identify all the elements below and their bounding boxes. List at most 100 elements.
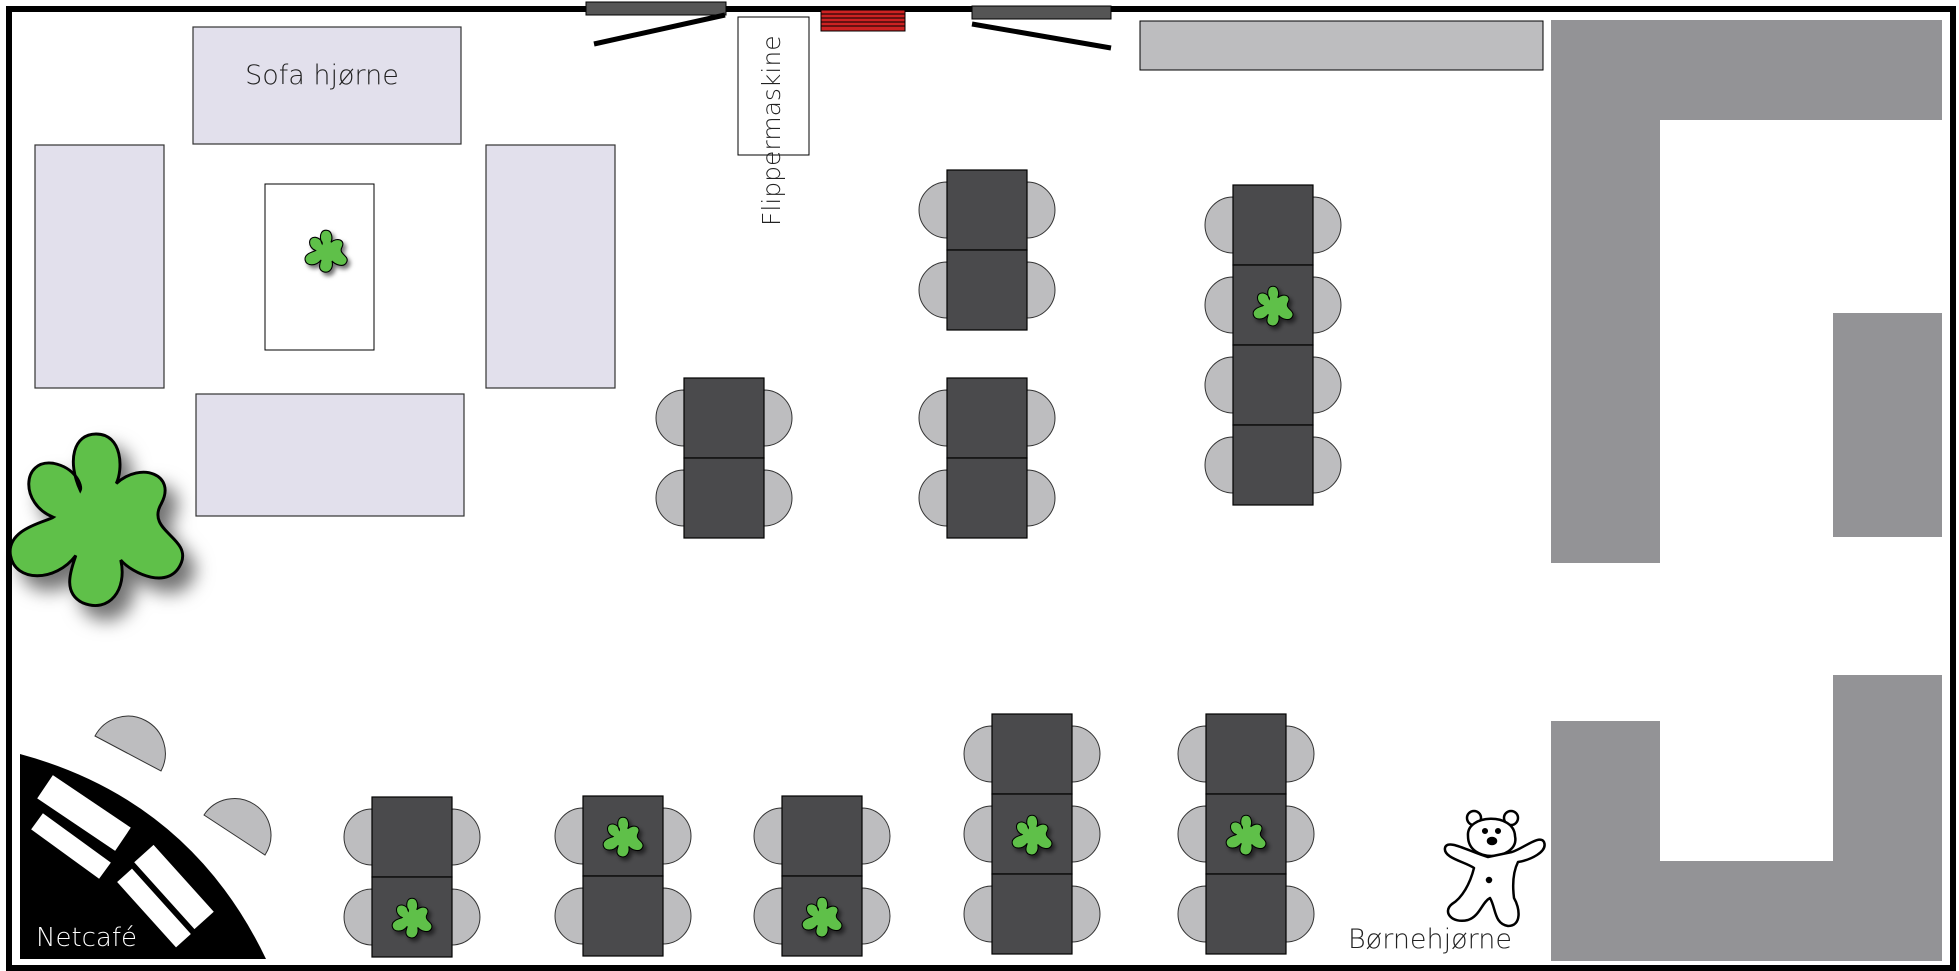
netcafe-chair[interactable] <box>94 715 166 772</box>
chair[interactable] <box>861 887 891 945</box>
entrance-doors[interactable] <box>585 1 1112 51</box>
chair[interactable] <box>1071 725 1101 783</box>
chair[interactable] <box>1285 725 1315 783</box>
chair[interactable] <box>753 887 783 945</box>
table[interactable] <box>1232 344 1314 426</box>
chair[interactable] <box>343 888 373 946</box>
table-group <box>963 713 1101 955</box>
chair[interactable] <box>1312 276 1342 334</box>
chair[interactable] <box>1026 469 1056 527</box>
bar-counter-top <box>1551 20 1942 563</box>
table[interactable] <box>1205 873 1287 955</box>
door-left-swing <box>593 12 726 47</box>
chair[interactable] <box>1204 276 1234 334</box>
netcafe <box>20 715 272 959</box>
table[interactable] <box>683 457 765 539</box>
sofa-top[interactable] <box>192 26 462 145</box>
chair[interactable] <box>655 469 685 527</box>
chair[interactable] <box>1312 196 1342 254</box>
sofa-corner-label: Sofa hjørne <box>245 60 399 91</box>
netcafe-computer[interactable] <box>134 844 214 930</box>
netcafe-label: Netcafé <box>36 923 137 953</box>
door-right-frame <box>971 5 1112 20</box>
chair[interactable] <box>1177 885 1207 943</box>
sofa-corner <box>34 26 616 517</box>
wall-shelf <box>1139 20 1544 71</box>
table[interactable] <box>781 795 863 877</box>
chair[interactable] <box>963 725 993 783</box>
chair[interactable] <box>918 181 948 239</box>
bar-counter-bottom <box>1551 675 1942 961</box>
table[interactable] <box>683 377 765 459</box>
door-left-frame <box>585 1 727 16</box>
table[interactable] <box>991 873 1073 955</box>
chair[interactable] <box>662 887 692 945</box>
sofa-bottom[interactable] <box>195 393 465 517</box>
chair[interactable] <box>451 888 481 946</box>
sofa-left[interactable] <box>34 144 165 389</box>
table[interactable] <box>946 377 1028 459</box>
table[interactable] <box>1232 424 1314 506</box>
table[interactable] <box>946 457 1028 539</box>
dining-area <box>304 169 1342 958</box>
chair[interactable] <box>918 261 948 319</box>
chair[interactable] <box>1312 356 1342 414</box>
chair[interactable] <box>1071 885 1101 943</box>
table-group <box>1177 713 1315 955</box>
pinball-label: Flippermaskine <box>757 35 786 226</box>
table-group <box>655 377 793 539</box>
table-group <box>343 796 481 958</box>
table-group <box>753 795 891 957</box>
chair[interactable] <box>753 807 783 865</box>
chair[interactable] <box>963 885 993 943</box>
chair[interactable] <box>1204 436 1234 494</box>
table[interactable] <box>991 713 1073 795</box>
chair[interactable] <box>1312 436 1342 494</box>
chair[interactable] <box>1285 885 1315 943</box>
chair[interactable] <box>451 808 481 866</box>
netcafe-computer[interactable] <box>117 868 191 948</box>
bar-side-block <box>1833 313 1942 537</box>
chair[interactable] <box>662 807 692 865</box>
chair[interactable] <box>918 389 948 447</box>
netcafe-chair[interactable] <box>203 798 272 856</box>
netcafe-computer[interactable] <box>37 775 131 851</box>
chair[interactable] <box>763 389 793 447</box>
table-group <box>554 795 692 957</box>
chair[interactable] <box>1026 261 1056 319</box>
chair[interactable] <box>963 805 993 863</box>
chair[interactable] <box>763 469 793 527</box>
chair[interactable] <box>1071 805 1101 863</box>
chair[interactable] <box>343 808 373 866</box>
chair[interactable] <box>1026 389 1056 447</box>
teddy-bear-icon <box>1443 809 1546 928</box>
chair[interactable] <box>1026 181 1056 239</box>
table-group <box>918 377 1056 539</box>
chair[interactable] <box>918 469 948 527</box>
chair[interactable] <box>554 887 584 945</box>
door-mat <box>820 9 906 32</box>
table-group <box>918 169 1056 331</box>
table[interactable] <box>946 249 1028 331</box>
pinball-machine[interactable] <box>737 16 810 156</box>
netcafe-computer[interactable] <box>31 813 111 879</box>
kids-corner-label: Børnehjørne <box>1348 924 1512 955</box>
table[interactable] <box>371 796 453 878</box>
chair[interactable] <box>655 389 685 447</box>
door-right-swing <box>971 21 1112 51</box>
chair[interactable] <box>1204 356 1234 414</box>
chair[interactable] <box>1285 805 1315 863</box>
table[interactable] <box>582 875 664 957</box>
bar-counter <box>1551 20 1942 961</box>
chair[interactable] <box>1177 725 1207 783</box>
table-group <box>1204 184 1342 506</box>
chair[interactable] <box>1204 196 1234 254</box>
table[interactable] <box>946 169 1028 251</box>
chair[interactable] <box>861 807 891 865</box>
table[interactable] <box>1205 713 1287 795</box>
chair[interactable] <box>1177 805 1207 863</box>
sofa-right[interactable] <box>485 144 616 389</box>
table[interactable] <box>1232 184 1314 266</box>
chair[interactable] <box>554 807 584 865</box>
